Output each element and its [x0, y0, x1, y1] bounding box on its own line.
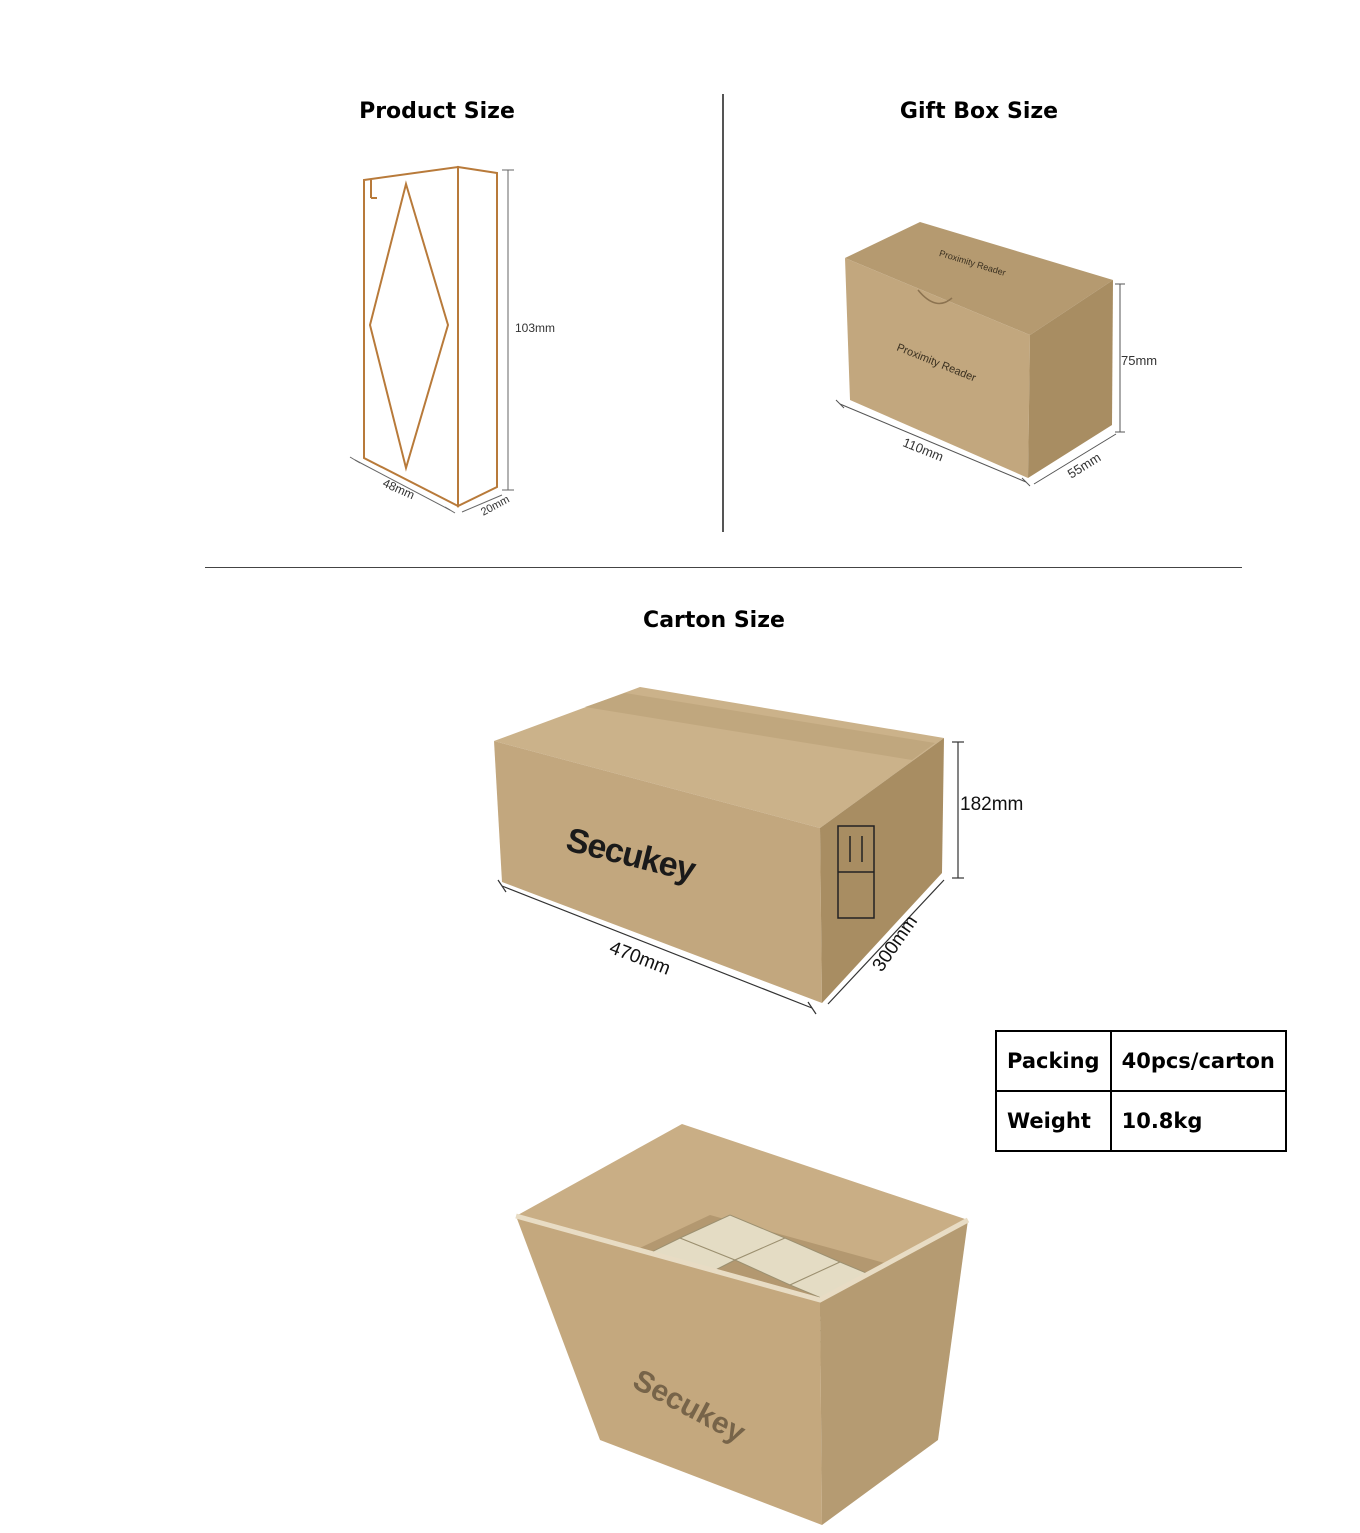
packing-spec-table: Packing 40pcs/carton Weight 10.8kg — [995, 1030, 1287, 1152]
product-size-title: Product Size — [359, 99, 515, 124]
table-row: Weight 10.8kg — [995, 1090, 1287, 1152]
gift-box-size-title: Gift Box Size — [899, 99, 1059, 124]
carton-tape — [585, 693, 935, 760]
product-diamond-outline — [368, 180, 450, 472]
carton-drawing — [494, 687, 964, 1015]
gift-box-top-face — [845, 222, 1113, 335]
carton-width-dim-line — [501, 885, 813, 1009]
packing-value: 40pcs/carton — [1109, 1030, 1287, 1092]
product-side-face — [457, 165, 498, 508]
carton-side-face — [820, 738, 944, 1003]
gift-box-side-face — [1028, 280, 1113, 478]
open-carton-side-wall — [820, 1220, 968, 1525]
table-row: Packing 40pcs/carton — [995, 1030, 1287, 1092]
product-width-dim-line — [354, 459, 451, 511]
weight-value: 10.8kg — [1109, 1090, 1287, 1152]
gift-box-front-face — [845, 258, 1030, 478]
product-height-label: 103mm — [515, 321, 556, 335]
gift-box-drawing — [835, 222, 1125, 487]
packing-label: Packing — [995, 1030, 1112, 1092]
carton-depth-dim-line — [827, 879, 945, 1005]
gift-box-width-dim-line — [839, 403, 1027, 483]
gift-box-height-label: 75mm — [1121, 353, 1158, 368]
carton-height-label: 182mm — [960, 794, 1024, 815]
gift-box-depth-dim-line — [1033, 433, 1117, 485]
product-depth-dim-line — [461, 494, 503, 513]
section-divider-horizontal — [205, 567, 1242, 568]
carton-handling-symbols — [837, 825, 875, 919]
carton-size-title: Carton Size — [643, 608, 785, 633]
open-carton-front-wall — [516, 1216, 822, 1525]
section-divider-vertical — [722, 94, 724, 532]
carton-front-face — [494, 741, 822, 1003]
carton-top-face — [494, 687, 944, 828]
product-drawing — [349, 165, 514, 514]
weight-label: Weight — [995, 1090, 1112, 1152]
